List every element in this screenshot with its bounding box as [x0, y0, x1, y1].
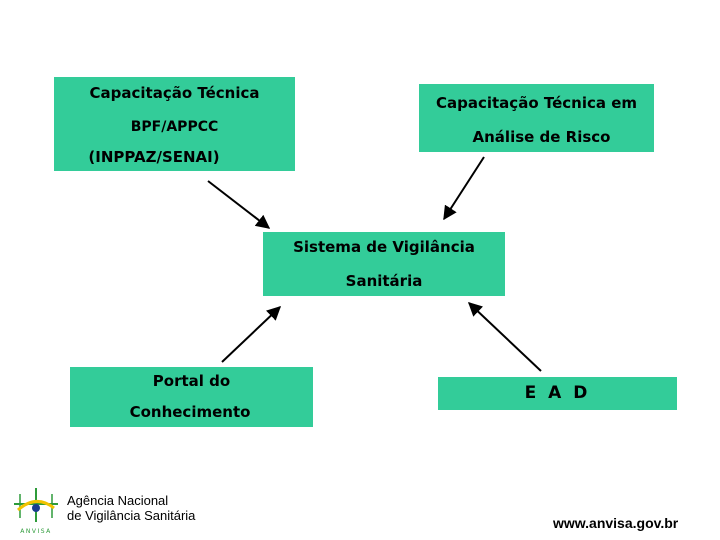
node-sistema-vigilancia: Sistema de Vigilância Sanitária [263, 232, 505, 296]
node-label-line: Sistema de Vigilância [293, 238, 475, 256]
node-label-line: Sanitária [345, 272, 423, 290]
agency-name: Agência Nacional de Vigilância Sanitária [67, 493, 195, 523]
arrow-portal-to-svs [221, 306, 282, 363]
website-link[interactable]: www.anvisa.gov.br [553, 515, 679, 531]
node-label-line: Portal do [152, 372, 231, 390]
node-capacitacao-risco: Capacitação Técnica em Análise de Risco [419, 84, 654, 152]
arrow-risco-to-svs [443, 156, 485, 221]
agency-name-line: Agência Nacional [67, 493, 169, 508]
arrow-ead-to-svs [467, 302, 542, 372]
node-ead: E A D [438, 377, 677, 410]
logo-lettering: ANVISA [20, 528, 52, 535]
node-label-line: BPF/APPCC [130, 119, 219, 135]
node-label-line: Análise de Risco [472, 128, 611, 146]
arrow-bpf-to-svs [207, 180, 271, 229]
anvisa-logo-icon: ANVISA [14, 488, 58, 535]
node-label-line: Capacitação Técnica em [435, 94, 638, 112]
node-capacitacao-bpf: Capacitação Técnica BPF/APPCC (INPPAZ/SE… [54, 77, 295, 171]
node-label-line: Capacitação Técnica [89, 84, 260, 102]
node-portal-conhecimento: Portal do Conhecimento [70, 367, 313, 427]
node-label-line: Conhecimento [129, 403, 251, 421]
agency-name-line: de Vigilância Sanitária [67, 508, 196, 523]
node-label-line: E A D [524, 383, 591, 403]
node-label-line: (INPPAZ/SENAI) [88, 148, 220, 166]
